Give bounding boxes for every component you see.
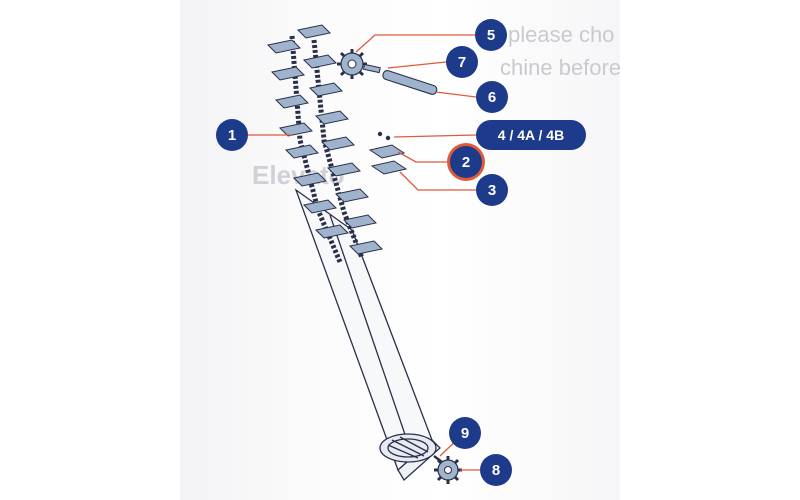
callout-1: 1 [216, 119, 248, 151]
callout-5: 5 [475, 19, 507, 51]
sprocket-part-5 [337, 49, 367, 79]
callout-3: 3 [476, 174, 508, 206]
pin-part-7 [362, 63, 381, 74]
background-text-line1: please cho [508, 22, 615, 47]
chain-with-paddles [266, 24, 384, 263]
callout-9: 9 [449, 417, 481, 449]
paddle-part-2 [368, 144, 406, 159]
shaft-part-6 [382, 70, 438, 95]
elevator-housing [294, 188, 441, 482]
leader-6 [435, 91, 477, 98]
leader-3 [399, 171, 476, 191]
background-text-line2: chine before [500, 55, 622, 80]
leader-7 [387, 61, 447, 69]
callout-6: 6 [476, 81, 508, 113]
leader-5 [355, 34, 475, 53]
callout-7: 7 [446, 46, 478, 78]
callout-2-highlighted: 2 [450, 146, 482, 178]
bolts-part-4 [377, 131, 391, 141]
sprocket-part-8 [434, 456, 462, 484]
callout-4-4a-4b: 4 / 4A / 4B [476, 120, 586, 150]
callout-8: 8 [480, 454, 512, 486]
leader-lines [248, 34, 480, 471]
leader-2 [397, 151, 450, 163]
leader-4 [393, 134, 477, 138]
paddle-part-3 [370, 160, 408, 175]
